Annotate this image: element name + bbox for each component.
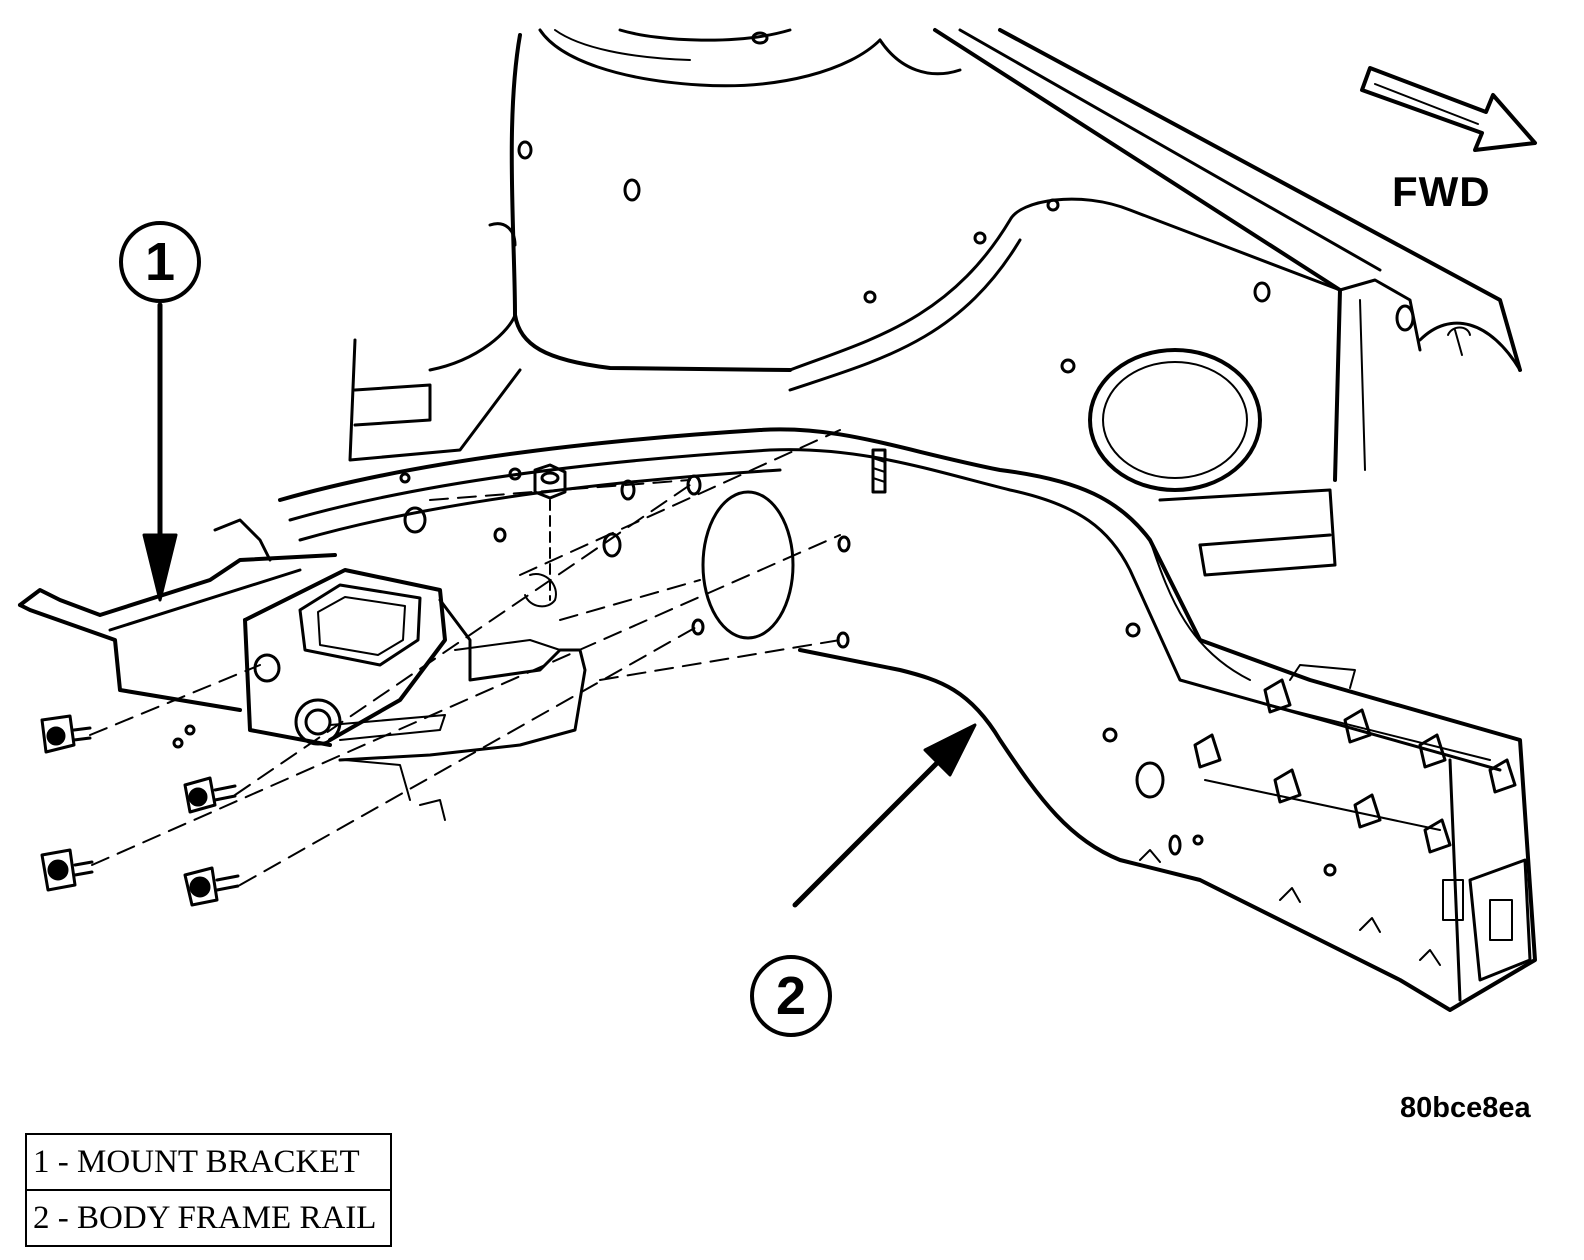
callout-arrow-1 [142,302,178,602]
alignment-lines [89,429,841,886]
callout-arrow-2 [792,723,977,908]
callout-1: 1 [119,221,201,303]
nut-icon [533,463,567,601]
legend-table: 1 - MOUNT BRACKET 2 - BODY FRAME RAIL [24,1133,393,1247]
legend-row: 2 - BODY FRAME RAIL [24,1189,393,1247]
bolt-icon [183,776,237,814]
bolt-icon [40,714,92,754]
forward-direction-label: FWD [1392,168,1491,215]
figure-id: 80bce8ea [1400,1092,1531,1124]
forward-arrow-icon [1360,66,1537,152]
shock-tower [509,28,1522,482]
legend-item-mount-bracket: 1 - MOUNT BRACKET [24,1133,393,1191]
rail-stud [871,448,887,494]
wheelhouse-panel [348,197,1342,577]
body-frame-rail [278,427,1537,1012]
callout-2: 2 [750,955,832,1037]
legend-row: 1 - MOUNT BRACKET [24,1133,393,1191]
mount-bracket [18,518,587,821]
legend-item-body-frame-rail: 2 - BODY FRAME RAIL [24,1189,393,1247]
bolt-icon [40,848,94,892]
bolt-icon [183,866,240,907]
